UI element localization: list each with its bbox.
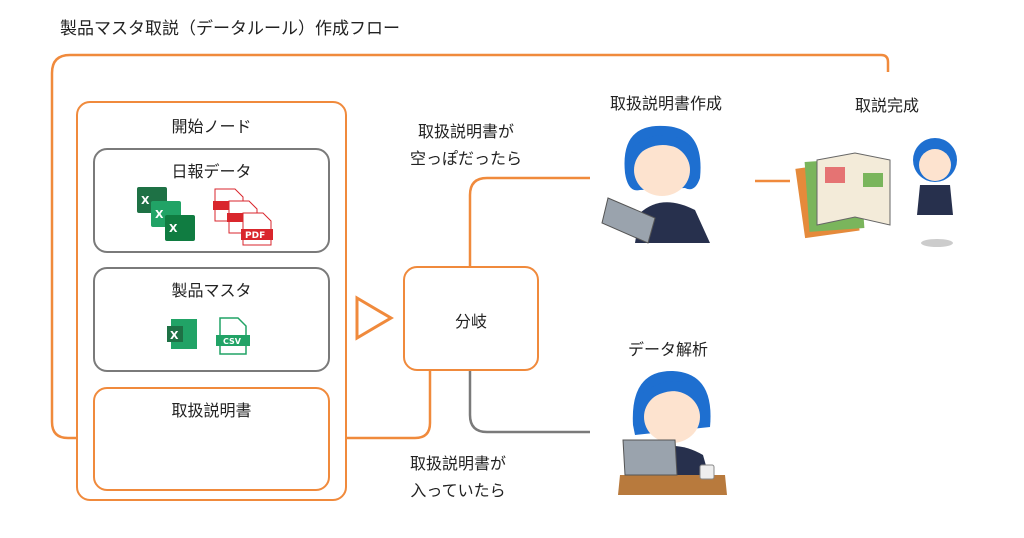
branch-filled-connector <box>468 370 590 434</box>
branch-empty-connector <box>468 176 590 266</box>
loop-back-connector <box>50 53 890 440</box>
svg-text:X: X <box>155 208 164 221</box>
branch-label: 分岐 <box>454 312 487 331</box>
svg-text:PDF: PDF <box>245 231 265 241</box>
step-manual-done-label: 取説完成 <box>855 96 920 115</box>
character-celebrating-illustration <box>795 138 957 247</box>
character-analysis-illustration <box>618 370 727 495</box>
branch-node: 分岐 <box>403 266 539 371</box>
product-master-label: 製品マスタ <box>171 281 252 300</box>
excel-icon: X <box>167 319 199 355</box>
manual-node: 取扱説明書 <box>93 387 330 491</box>
diagram-title: 製品マスタ取説（データルール）作成フロー <box>60 19 400 39</box>
step-data-analysis-label: データ解析 <box>628 340 709 359</box>
csv-icon: CSV <box>215 317 251 361</box>
condition-filled: 取扱説明書が入っていたら <box>410 454 507 500</box>
pdf-icon: PDF <box>213 187 277 255</box>
start-node-label: 開始ノード <box>171 117 252 136</box>
svg-text:CSV: CSV <box>223 337 242 346</box>
product-master-node: 製品マスタ X CSV <box>93 267 330 372</box>
excel-icon: X X X <box>137 187 197 251</box>
svg-text:X: X <box>170 329 179 342</box>
manual-to-branch-connector <box>329 370 432 440</box>
svg-text:X: X <box>141 194 150 207</box>
svg-text:X: X <box>169 222 178 235</box>
daily-report-label: 日報データ <box>171 162 252 181</box>
manual-label: 取扱説明書 <box>171 401 252 420</box>
daily-report-node: 日報データ X X X PDF <box>93 148 330 253</box>
condition-empty: 取扱説明書が空っぽだったら <box>410 122 523 168</box>
character-laptop-illustration <box>601 125 710 244</box>
flow-triangle-icon <box>355 295 394 341</box>
step-create-manual-label: 取扱説明書作成 <box>610 94 723 113</box>
